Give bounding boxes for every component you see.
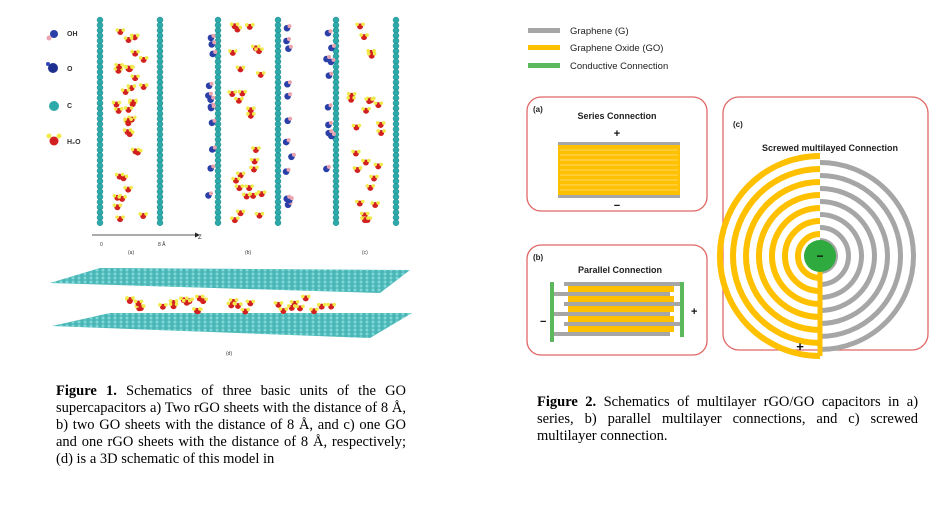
parallel-plus-sign: +: [691, 306, 697, 318]
graphene-sheet-columns: [96, 16, 400, 227]
spiral-minus-sign: −: [816, 249, 823, 263]
panel-screwed-connection: (c) Screwed multilayed Connection − +: [717, 96, 929, 359]
legend-label-oh: OH: [67, 31, 78, 38]
figure-2-legend: Graphene (G) Graphene Oxide (GO) Conduct…: [528, 26, 668, 72]
water-molecule-icon: [46, 133, 62, 146]
panel-label-a: (a): [128, 250, 134, 256]
panel-label-b: (b): [245, 250, 251, 256]
panel-a-title: Series Connection: [577, 111, 656, 121]
panel-c-title: Screwed multilayed Connection: [762, 143, 898, 153]
series-plus-sign: +: [614, 128, 620, 140]
axis-start-label: 0: [100, 242, 103, 248]
figure-2-caption-text: Schematics of multilayer rGO/GO capacito…: [537, 394, 919, 444]
panel-label-c: (c): [362, 250, 368, 256]
figure-1-image: OH O C H₂O 0 8 Å Z (a) (b) (c) (d): [46, 16, 412, 357]
oxygen-molecule-icon: [46, 62, 58, 73]
legend-label-h2o: H₂O: [67, 139, 81, 146]
spiral-core-electrode: [804, 240, 836, 272]
molecule-clusters: [111, 22, 386, 224]
panel-label-d: (d): [226, 351, 232, 357]
legend-graphene-oxide: Graphene Oxide (GO): [570, 43, 663, 54]
panel-parallel-connection: (b) Parallel Connection − +: [526, 244, 708, 356]
spiral-plus-sign: +: [796, 339, 804, 354]
panel-a-label: (a): [533, 105, 543, 114]
axis-end-label: 8 Å: [158, 241, 166, 248]
figure-2-image: Graphene (G) Graphene Oxide (GO) Conduct…: [526, 26, 929, 359]
legend-label-o: O: [67, 66, 73, 73]
legend-conductive: Conductive Connection: [570, 61, 668, 72]
figure-1-caption-text: Schematics of three basic units of the G…: [56, 383, 407, 467]
figure-1-legend: OH O C H₂O: [46, 30, 81, 146]
panel-c-label: (c): [733, 120, 743, 129]
legend-label-c: C: [67, 103, 72, 110]
panel-b-label: (b): [533, 253, 544, 262]
distance-axis: 0 8 Å Z: [92, 232, 202, 248]
carbon-atom-icon: [49, 101, 59, 111]
figure-2-caption-title: Figure 2.: [537, 394, 597, 410]
legend-graphene: Graphene (G): [570, 26, 629, 37]
series-minus-sign: −: [614, 200, 620, 212]
parallel-minus-sign: −: [540, 316, 546, 328]
figure-2-caption: Figure 2. Schematics of multilayer rGO/G…: [537, 394, 918, 445]
panel-series-connection: (a) Series Connection + −: [526, 96, 708, 212]
panel-b-title: Parallel Connection: [578, 265, 662, 275]
axis-z-label: Z: [198, 235, 202, 241]
hydroxyl-molecule-icon: [46, 30, 58, 41]
figure-1-caption: Figure 1. Schematics of three basic unit…: [56, 383, 406, 468]
figure-1-caption-title: Figure 1.: [56, 383, 117, 399]
3d-sheet-model: [50, 268, 412, 338]
